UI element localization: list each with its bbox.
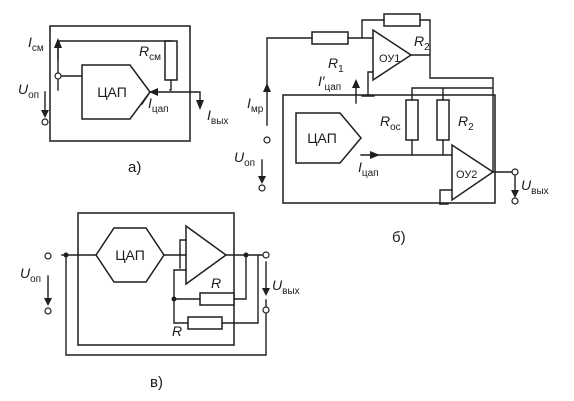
- circuit-c-uout-arrowhead: [262, 288, 270, 296]
- circuit-a-ism-label: Iсм: [28, 34, 44, 54]
- circuit-c-node-input: [63, 252, 69, 258]
- circuit-c-caption: в): [150, 374, 163, 391]
- circuit-b-ground-terminal: [258, 184, 266, 192]
- circuit-c-output-ground-terminal: [262, 306, 270, 314]
- circuit-c-dac-label: ЦАП: [115, 247, 145, 263]
- circuit-a-iout-label: Iвых: [207, 107, 228, 127]
- circuit-b-opamp-1: [372, 28, 413, 82]
- circuit-c-uout-label: Uвых: [272, 277, 300, 297]
- circuit-a-dac-label: ЦАП: [97, 84, 127, 100]
- circuit-b-opamp-1-label: ОУ1: [379, 53, 400, 65]
- circuit-c-resistor-top: [199, 292, 235, 306]
- circuit-b-dac-label: ЦАП: [307, 130, 337, 146]
- circuit-b-wires: [266, 19, 516, 205]
- circuit-c-wires: [61, 239, 267, 356]
- circuit-c-r-bottom-label: R: [172, 323, 182, 339]
- circuit-b-opamp-2-label: ОУ2: [456, 169, 477, 181]
- circuit-b-frame: [282, 94, 496, 204]
- circuit-b: ЦАП ОУ1 ОУ2 R1 R2: [234, 13, 549, 246]
- circuit-b-output-ground-terminal: [511, 197, 519, 205]
- circuit-a-icap-arrowhead: [149, 88, 158, 96]
- circuit-b-opamp-2: [451, 143, 495, 202]
- circuit-a-resistor-rsm: [164, 40, 178, 81]
- circuit-b-imr-label: Iмр: [247, 95, 264, 115]
- circuit-b-r2-top-label: R2: [414, 33, 430, 53]
- circuit-b-icap-prime-label: I′цап: [318, 73, 341, 93]
- circuit-a-uop-arrowhead: [41, 110, 49, 118]
- circuit-b-r1-label: R1: [328, 55, 344, 75]
- circuit-c-r-top-label: R: [211, 275, 221, 291]
- circuit-c: ЦАП Uоп Uвых R R в): [20, 212, 300, 391]
- circuit-c-node-out: [243, 252, 249, 258]
- circuit-c-node-fb: [171, 296, 177, 302]
- circuit-b-resistor-r2-top: [383, 13, 421, 27]
- circuit-a: ЦАП Iсм Rсм Uоп Iцап Iвых а): [18, 25, 228, 176]
- circuit-b-imr-arrowhead: [263, 83, 271, 92]
- circuit-b-dac-block: [295, 112, 362, 164]
- circuit-c-uop-label: Uоп: [20, 265, 41, 285]
- circuit-b-uop-label: Uоп: [234, 149, 255, 169]
- circuit-a-caption: а): [128, 159, 141, 176]
- circuit-b-uout-arrowhead: [511, 190, 519, 198]
- circuit-c-input-terminal: [44, 252, 52, 260]
- circuit-b-uout-label: Uвых: [521, 177, 549, 197]
- circuit-b-ground-1: [361, 95, 449, 205]
- circuit-b-resistor-roc: [405, 99, 419, 141]
- circuit-c-ground-terminal: [44, 307, 52, 315]
- circuit-c-output-terminal: [262, 251, 270, 259]
- circuit-a-ground-terminal: [41, 118, 49, 126]
- circuit-c-uop-arrowhead: [44, 298, 52, 306]
- circuit-a-dac-block: [81, 64, 151, 120]
- circuit-b-resistor-r1: [311, 31, 349, 45]
- circuit-b-caption: б): [392, 229, 406, 246]
- circuit-a-ism-arrowhead: [54, 38, 62, 48]
- circuit-b-icap-arrowhead: [370, 151, 380, 159]
- circuit-b-input-terminal: [263, 136, 271, 144]
- circuit-a-icap-label: Iцап: [148, 95, 169, 115]
- circuit-c-resistor-bottom: [187, 316, 223, 330]
- circuit-b-resistor-r2-mid: [436, 99, 450, 141]
- circuit-b-output-terminal: [511, 168, 519, 176]
- circuit-a-rsm-label: Rсм: [139, 43, 161, 63]
- circuit-b-icap-label: Iцап: [358, 159, 379, 179]
- circuit-b-uop-arrowhead: [258, 176, 266, 184]
- circuit-b-icap-prime-arrowhead: [352, 79, 360, 88]
- circuit-a-frame: [49, 25, 191, 142]
- circuit-b-roc-label: Rос: [380, 113, 401, 133]
- circuit-b-r2-mid-label: R2: [458, 113, 474, 133]
- circuit-a-uop-label: Uоп: [18, 81, 39, 101]
- circuit-c-frame: [77, 212, 235, 346]
- circuit-a-input-terminal: [54, 72, 62, 80]
- circuit-a-iout-arrowhead: [196, 100, 204, 110]
